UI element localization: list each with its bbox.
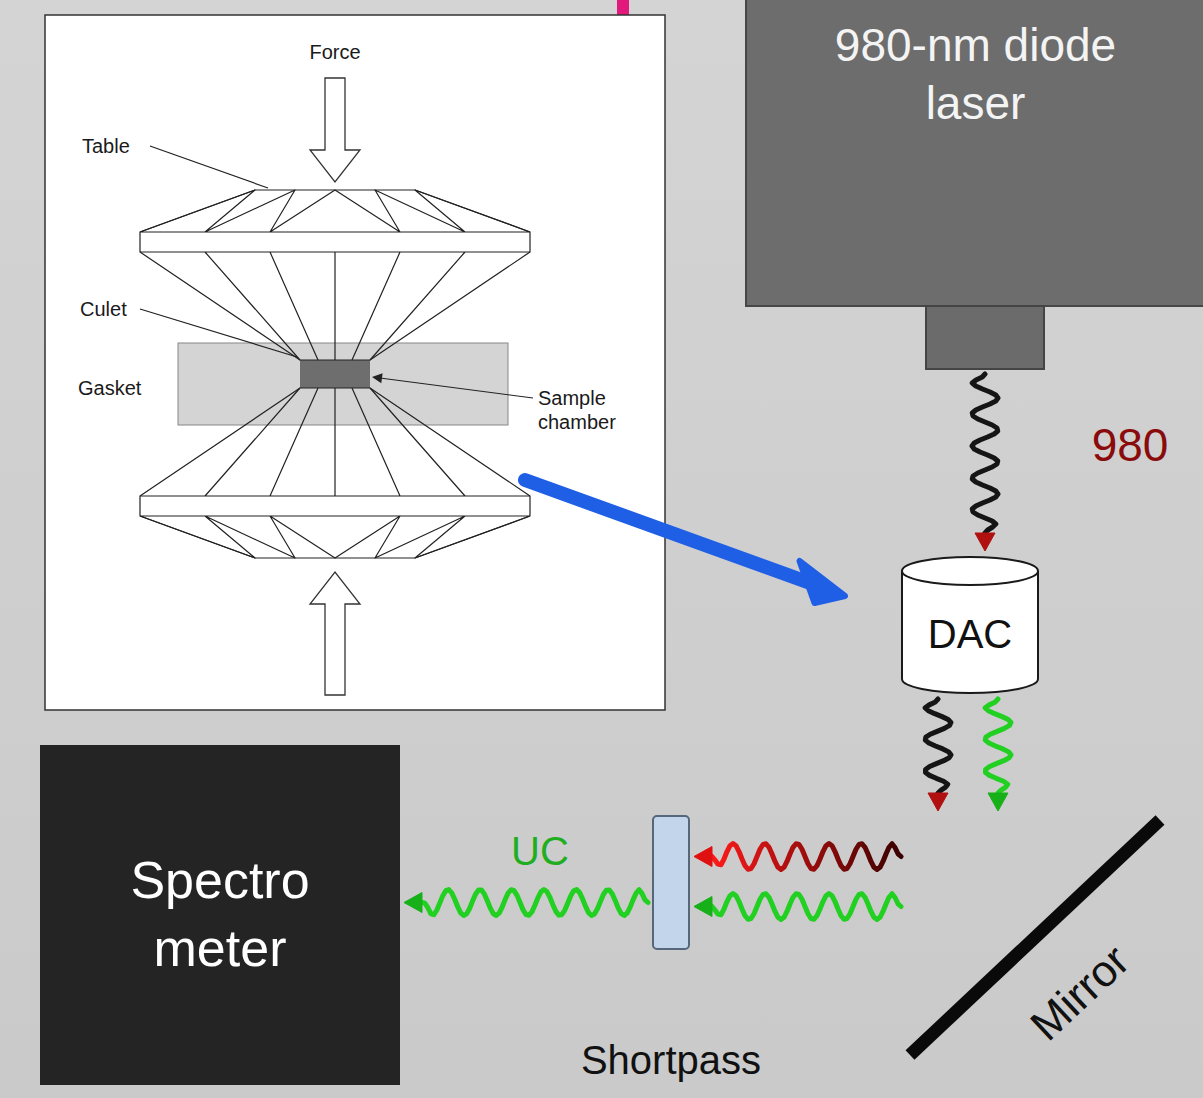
- light-beam: [694, 844, 901, 920]
- beam-label-box: 980: [1092, 418, 1169, 471]
- node-text-block: Shortpass: [571, 1037, 771, 1083]
- node-text-block: Mirror: [1021, 935, 1140, 1050]
- spectrometer-box: Spectro meter: [40, 745, 400, 1085]
- beam-arrowhead: [694, 897, 712, 917]
- beam-wave: [985, 699, 1011, 793]
- beam-wave: [925, 699, 951, 793]
- upper-diamond: [140, 190, 530, 360]
- beam-wave: [712, 894, 901, 920]
- mirror-plate: [910, 820, 1160, 1055]
- node-text-block: Spectro meter: [75, 847, 365, 982]
- mirror: Mirror: [905, 815, 1165, 1060]
- node-label: Spectro meter: [75, 847, 365, 982]
- inset-panel: [45, 15, 665, 710]
- node-text-block: 980-nm diode laser: [777, 17, 1174, 132]
- beam-label: 980: [1092, 418, 1169, 471]
- part-label: Culet: [80, 297, 127, 321]
- light-beam: [925, 699, 1011, 811]
- node-label: Shortpass: [581, 1037, 761, 1083]
- zoom-arrow-head: [800, 561, 846, 603]
- diamond-anvils: [140, 78, 533, 695]
- cylinder-top: [902, 557, 1038, 585]
- part-label: Sample chamber: [538, 386, 633, 434]
- beam-arrowhead: [988, 793, 1008, 811]
- laser-aperture: [925, 305, 1045, 370]
- beam-wave: [972, 374, 998, 533]
- force-arrow: [310, 78, 360, 182]
- force-arrow: [310, 572, 360, 695]
- diamond-outlines: [140, 190, 530, 558]
- zoom-arrow: [525, 480, 845, 603]
- lower-diamond: [140, 388, 530, 558]
- light-beam: [404, 890, 648, 916]
- part-label: Force: [309, 40, 360, 64]
- light-beam: [972, 374, 998, 551]
- part-label-box: Force: [309, 40, 360, 64]
- leader-line: [380, 378, 533, 398]
- beam-arrowhead: [928, 793, 948, 811]
- leader-line: [150, 146, 268, 188]
- beam-wave: [712, 844, 901, 870]
- beam-arrowhead: [694, 847, 712, 867]
- laser-source-box: 980-nm diode laser: [745, 0, 1203, 307]
- beam-wave: [422, 890, 648, 916]
- sample-chamber: [300, 360, 370, 388]
- shortpass-filter: Shortpass: [571, 815, 771, 1083]
- upper-diamond-fill: [140, 190, 530, 360]
- part-label-box: Culet: [80, 297, 127, 321]
- part-label: Gasket: [78, 376, 141, 400]
- node-text-block: DAC: [928, 610, 1012, 658]
- node-label: DAC: [928, 610, 1012, 658]
- leader-line: [140, 309, 297, 357]
- part-label: Table: [82, 134, 130, 158]
- zoom-arrow-shaft: [525, 480, 810, 583]
- part-label-box: Table: [82, 134, 130, 158]
- part-label-box: Gasket: [78, 376, 141, 400]
- gasket: [178, 343, 508, 425]
- upper-facets: [140, 190, 530, 360]
- lower-facets: [140, 388, 530, 558]
- node-label: Mirror: [1021, 935, 1140, 1050]
- beam-arrowhead: [975, 533, 995, 551]
- part-label-box: Sample chamber: [538, 386, 633, 434]
- beam-label: UC: [511, 828, 569, 874]
- cylinder-body: [902, 571, 1038, 693]
- beam-label-box: UC: [511, 828, 569, 874]
- node-label: 980-nm diode laser: [796, 17, 1156, 132]
- diamond-anvil-cell: DAC: [900, 555, 1040, 695]
- beam-arrowhead: [404, 893, 422, 913]
- leader-arrowhead: [372, 373, 383, 383]
- filter-plate: [652, 815, 690, 950]
